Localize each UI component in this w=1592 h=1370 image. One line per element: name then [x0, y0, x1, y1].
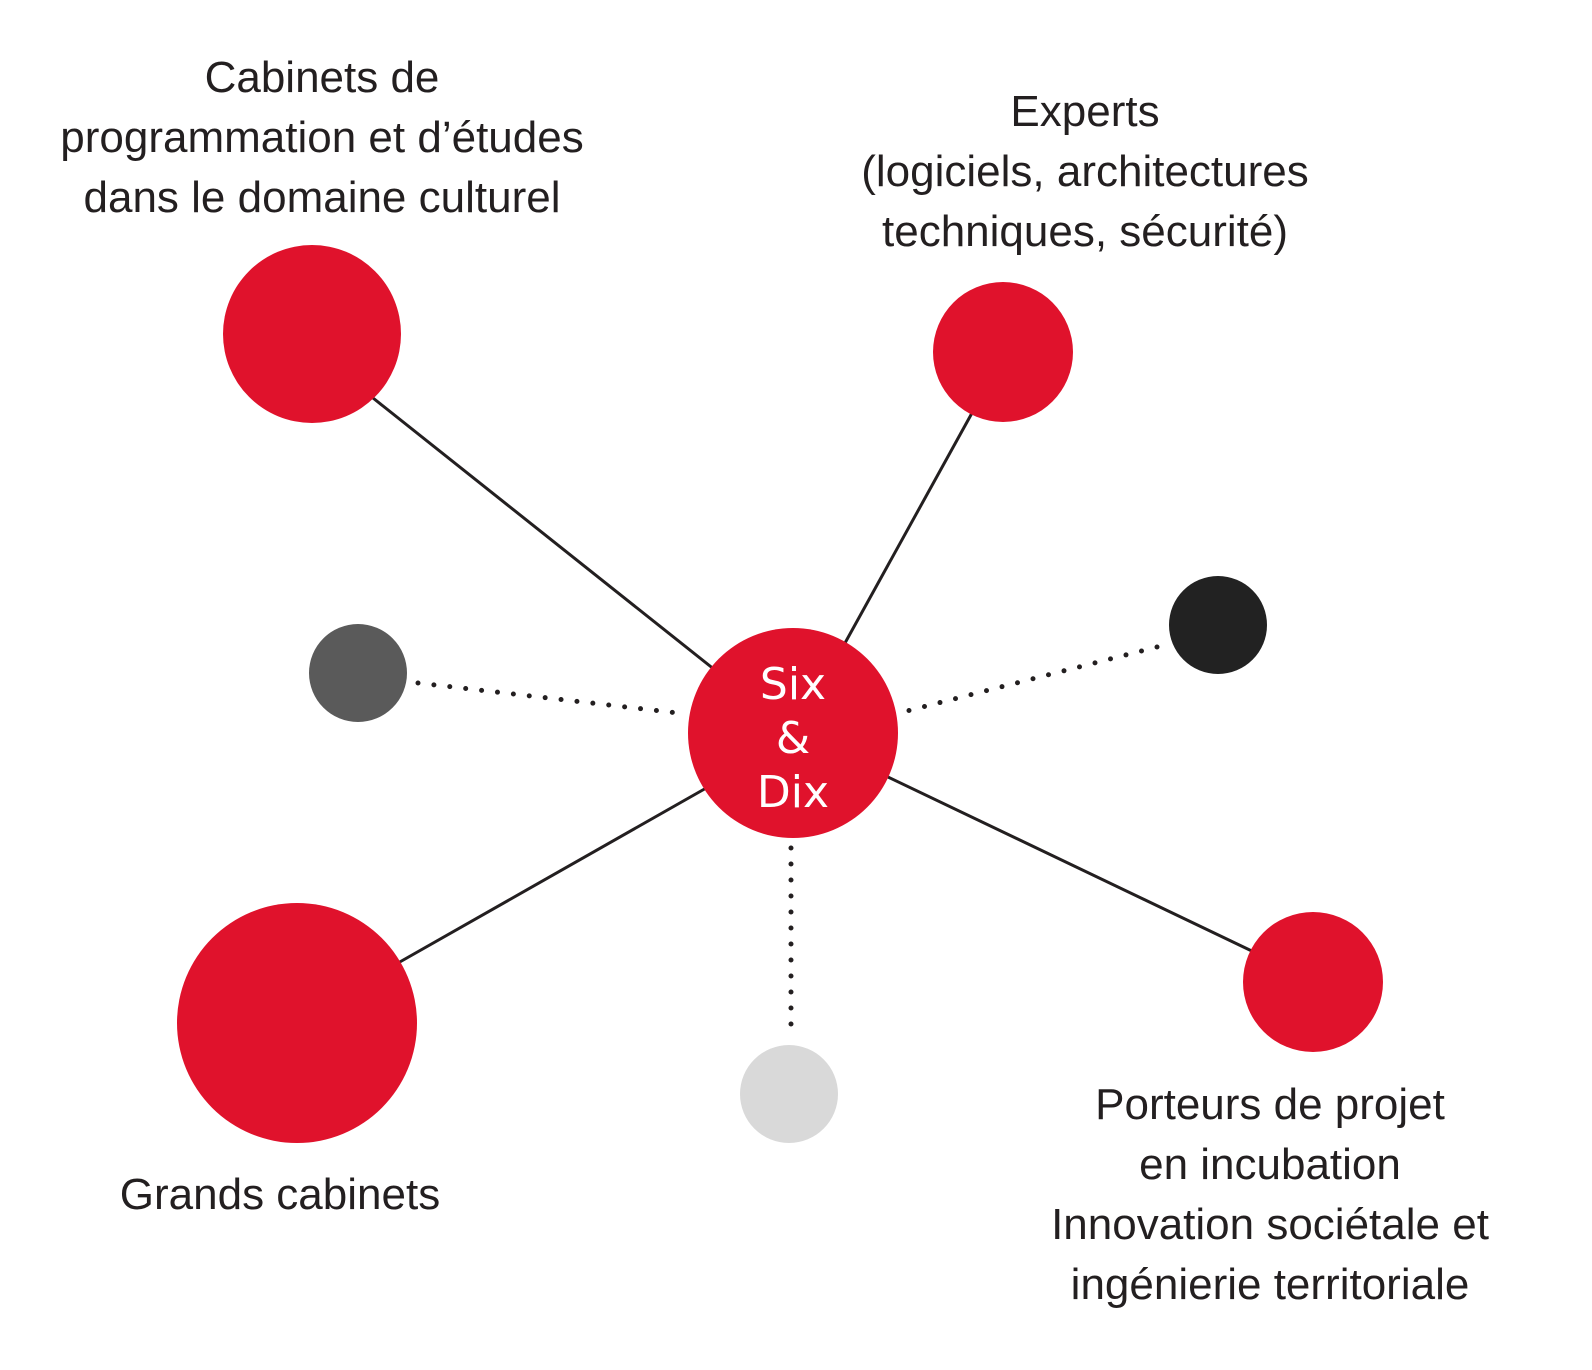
node-cabinets-culture	[223, 245, 401, 423]
node-light-gray	[740, 1045, 838, 1143]
connector-grands-cabinets	[397, 785, 709, 965]
label-porteurs: Porteurs de projet en incubation Innovat…	[1005, 1075, 1535, 1315]
label-porteurs-line-2: en incubation	[1139, 1140, 1401, 1189]
label-experts-line-3: techniques, sécurité)	[882, 207, 1288, 256]
hub-line-1: Six	[760, 659, 826, 710]
dotted-connector-gray	[415, 680, 681, 716]
label-cabinets-culture-line-2: programmation et d’études	[60, 113, 584, 162]
node-grands-cabinets	[177, 903, 417, 1143]
hub-node	[688, 628, 898, 838]
label-experts-line-2: (logiciels, architectures	[861, 147, 1309, 196]
node-dark-gray	[309, 624, 407, 722]
label-cabinets-culture-line-1: Cabinets de	[204, 53, 440, 102]
label-porteurs-line-3: Innovation sociétale et	[1051, 1200, 1489, 1249]
hub-line-2: &	[776, 713, 810, 764]
node-black	[1169, 576, 1267, 674]
connector-experts	[843, 412, 974, 644]
hub-line-3: Dix	[757, 767, 829, 818]
node-experts	[933, 282, 1073, 422]
dotted-connector-black	[904, 644, 1160, 714]
label-porteurs-line-4: ingénierie territoriale	[1070, 1260, 1470, 1309]
label-experts-line-1: Experts	[1010, 87, 1160, 136]
label-cabinets-culture-line-3: dans le domaine culturel	[83, 173, 561, 222]
label-cabinets-culture: Cabinets de programmation et d’études da…	[20, 48, 624, 228]
label-experts: Experts (logiciels, architectures techni…	[815, 82, 1355, 262]
connector-porteurs	[887, 775, 1257, 955]
label-grands-cabinets: Grands cabinets	[80, 1165, 480, 1225]
label-grands-cabinets-line-1: Grands cabinets	[119, 1170, 441, 1219]
connector-cabinets-culture	[372, 396, 716, 672]
label-porteurs-line-1: Porteurs de projet	[1095, 1080, 1445, 1129]
node-porteurs	[1243, 912, 1383, 1052]
